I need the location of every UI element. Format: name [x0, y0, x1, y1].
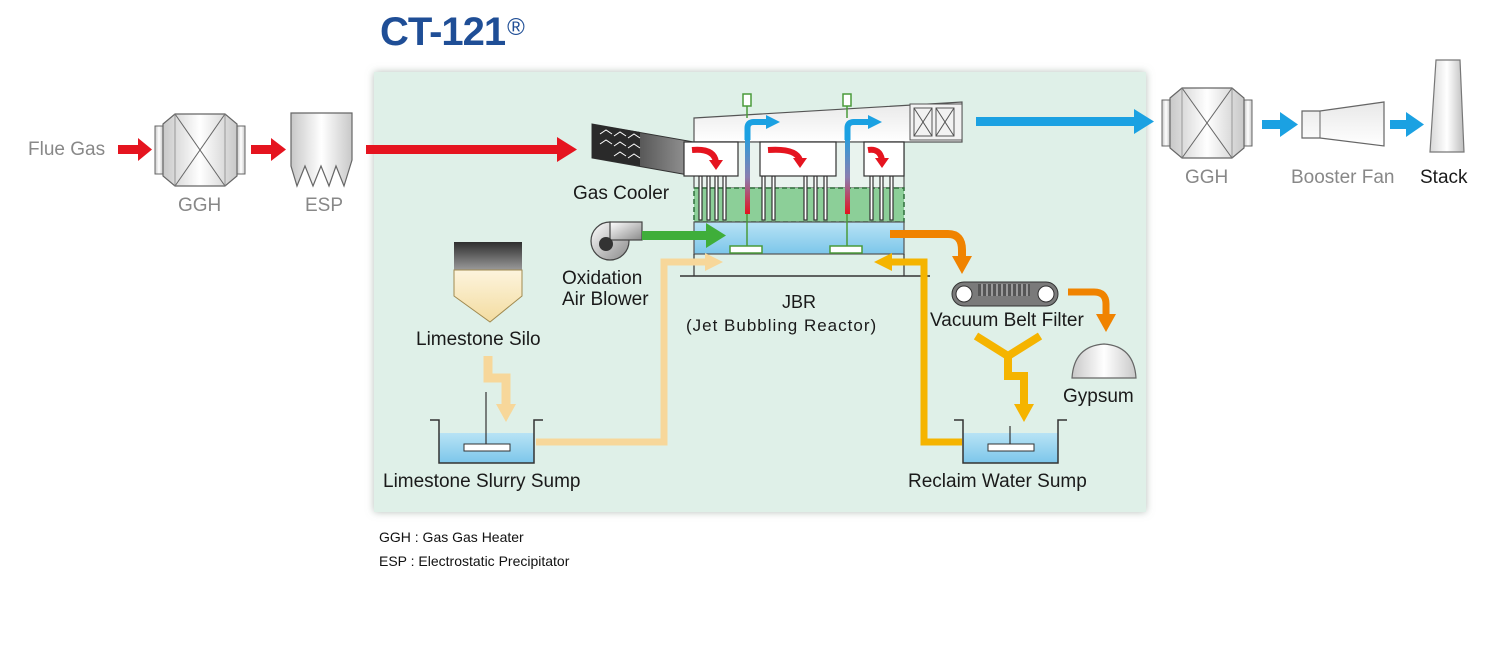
label-reclaim-water-sump: Reclaim Water Sump	[908, 471, 1087, 492]
vacuum-belt-filter	[951, 281, 1059, 307]
registered-mark: ®	[507, 14, 525, 41]
label-vacuum-belt-filter: Vacuum Belt Filter	[930, 310, 1084, 331]
limestone-slurry-sump	[430, 392, 543, 464]
clean-gas-arrow	[976, 109, 1154, 134]
ggh-inlet	[154, 113, 246, 187]
filtrate-line	[973, 332, 1043, 422]
limestone-slurry-line	[536, 253, 723, 446]
label-gas-cooler: Gas Cooler	[573, 183, 670, 204]
label-jbr-full: (Jet Bubbling Reactor)	[686, 316, 878, 335]
label-oxidation-air-blower-line2: Air Blower	[562, 289, 649, 310]
flue-gas-arrow	[118, 138, 152, 161]
label-esp: ESP	[305, 195, 344, 216]
label-ggh-inlet: GGH	[178, 195, 222, 216]
ggh-esp-arrow	[251, 138, 286, 161]
gas-risers	[744, 115, 882, 214]
oxidation-air-arrow	[642, 223, 726, 248]
limestone-silo	[453, 242, 523, 323]
oxidation-air-blower	[590, 221, 643, 261]
label-limestone-slurry-sump: Limestone Slurry Sump	[383, 471, 581, 492]
label-stack: Stack	[1420, 167, 1468, 188]
fan-to-stack-arrow	[1390, 112, 1424, 137]
label-flue-gas: Flue Gas	[28, 139, 106, 160]
reclaim-water-line	[874, 253, 962, 446]
gypsum-pile	[1071, 343, 1137, 379]
reclaim-water-sump	[954, 419, 1067, 464]
label-booster-fan: Booster Fan	[1291, 167, 1395, 188]
diagram-title: CT-121®	[380, 10, 525, 54]
silo-to-sump-arrow	[483, 356, 516, 422]
sparger-pipes	[698, 175, 894, 221]
stack	[1429, 59, 1465, 153]
filter-to-gypsum-arrow	[1068, 288, 1116, 332]
note-esp: ESP : Electrostatic Precipitator	[379, 553, 570, 569]
esp-to-jbr-arrow	[366, 137, 577, 162]
esp-unit	[290, 112, 353, 188]
label-oxidation-air-blower-line1: Oxidation	[562, 268, 643, 289]
label-ggh-outlet: GGH	[1185, 167, 1229, 188]
label-jbr: JBR	[782, 292, 817, 312]
ggh-outlet	[1161, 87, 1253, 159]
inlet-plenum-boxes	[683, 141, 905, 177]
note-ggh: GGH : Gas Gas Heater	[379, 529, 524, 545]
gypsum-slurry-arrow	[890, 230, 972, 274]
jbr-agitators	[729, 93, 863, 254]
label-gypsum: Gypsum	[1063, 386, 1134, 407]
booster-fan	[1301, 101, 1385, 147]
label-limestone-silo: Limestone Silo	[416, 329, 541, 350]
ggh-to-fan-arrow	[1262, 112, 1298, 137]
